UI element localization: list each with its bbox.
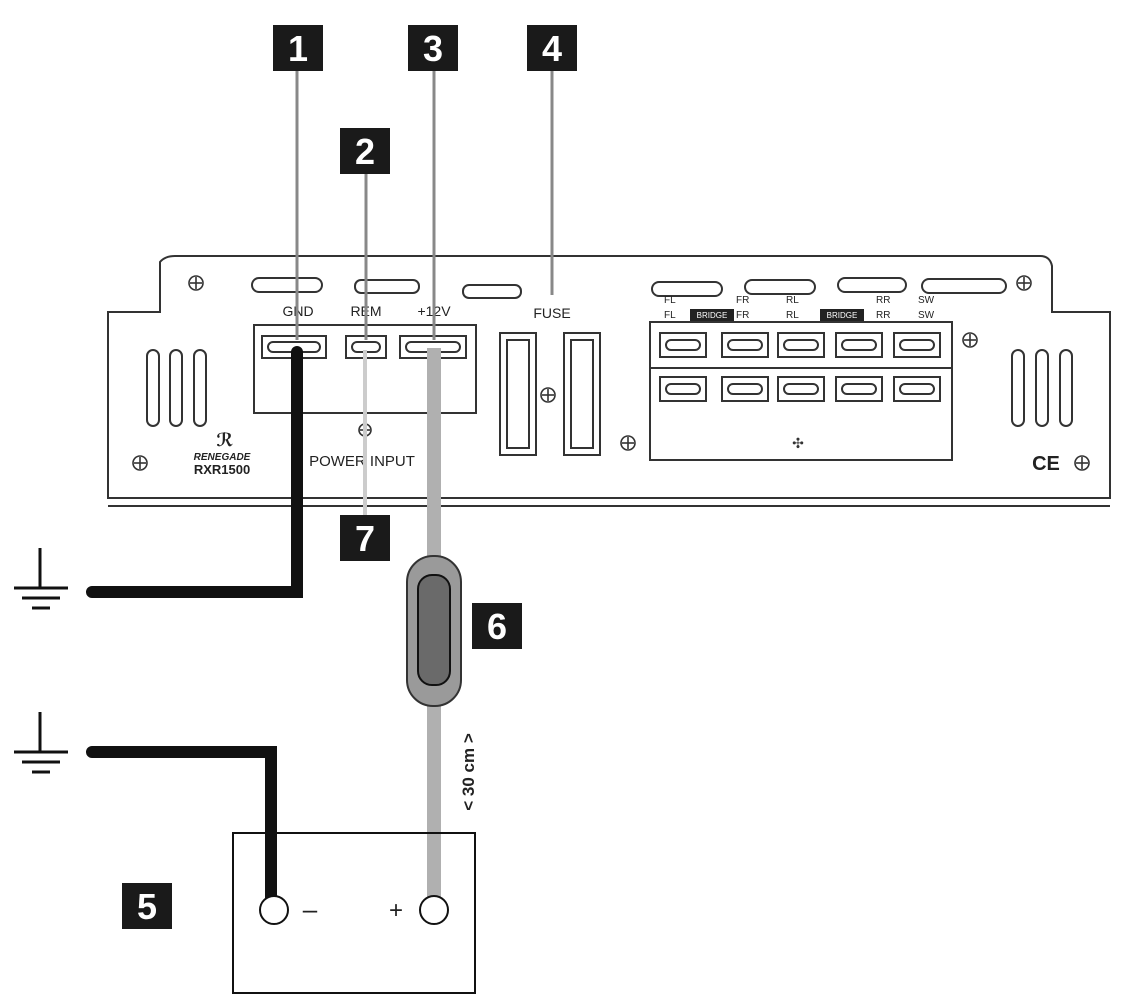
svg-text:ℛ: ℛ [217, 430, 234, 450]
callout-number: 6 [487, 606, 507, 647]
callout-2: 2 [340, 128, 390, 174]
callout-5: 5 [122, 883, 172, 929]
speaker-terminal [659, 332, 707, 358]
battery-negative-terminal [259, 895, 289, 925]
fuse-holders [499, 332, 601, 456]
battery-minus-label: – [303, 894, 318, 924]
speaker-terminal [893, 332, 941, 358]
speaker-terminal-slot [783, 339, 819, 351]
speaker-label-row2: RR [876, 310, 890, 321]
callout-number: 7 [355, 518, 375, 559]
speaker-terminal [893, 376, 941, 402]
battery-positive-terminal [419, 895, 449, 925]
callout-6: 6 [472, 603, 522, 649]
callout-3: 3 [408, 25, 458, 71]
battery-ground-wire [86, 746, 277, 911]
callout-number: 1 [288, 28, 308, 69]
speaker-label-row2: FL [664, 310, 676, 321]
center-mark: ✣ [792, 435, 804, 451]
bridge-label-rear-bg [820, 309, 864, 321]
callout-box [340, 128, 390, 174]
power-input-label: POWER INPUT [309, 453, 415, 470]
speaker-terminals-row1 [659, 332, 941, 358]
speaker-terminal [835, 332, 883, 358]
ce-mark: CE [1032, 453, 1060, 475]
callout-number: 5 [137, 886, 157, 927]
speaker-terminal-slot [783, 383, 819, 395]
side-vents [146, 349, 1073, 427]
bridge-label-front-bg [690, 309, 734, 321]
callout-box [472, 603, 522, 649]
svg-text:RENEGADE: RENEGADE [194, 452, 251, 463]
callout-box [122, 883, 172, 929]
callout-1: 1 [273, 25, 323, 71]
speaker-terminal-block [649, 321, 953, 461]
fuse-label: FUSE [533, 305, 570, 321]
screw-icons [132, 275, 1090, 471]
callout-leaders [295, 70, 554, 340]
battery-box [232, 832, 476, 994]
svg-text:RXR1500: RXR1500 [194, 462, 250, 477]
callout-box [273, 25, 323, 71]
callout-7: 7 [340, 515, 390, 561]
speaker-terminal [835, 376, 883, 402]
callout-number: 2 [355, 131, 375, 172]
speaker-label-row1: RL [786, 295, 799, 306]
speaker-terminal-slot [727, 339, 763, 351]
speaker-terminal [721, 332, 769, 358]
speaker-label-row1: SW [918, 295, 935, 306]
callout-box [340, 515, 390, 561]
speaker-terminal-slot [841, 383, 877, 395]
ground-symbol-icon-2 [14, 712, 68, 774]
distance-label: < 30 cm > [459, 733, 478, 811]
speaker-label-row2: FR [736, 310, 749, 321]
speaker-label-row2: RL [786, 310, 799, 321]
speaker-terminal [777, 332, 825, 358]
speaker-terminal-slot [665, 339, 701, 351]
callout-4: 4 [527, 25, 577, 71]
amp-ground-wire [86, 346, 303, 598]
speaker-label-row1: RR [876, 295, 890, 306]
callout-number: 4 [542, 28, 562, 69]
inline-fuse [406, 555, 462, 707]
amplifier-top-outline [107, 255, 1111, 499]
speaker-terminal [777, 376, 825, 402]
ground-symbol-icon [14, 548, 68, 610]
speaker-terminal [721, 376, 769, 402]
bridge-label-front: BRIDGE [697, 311, 728, 320]
speaker-terminal-labels: FL FR RL RR SW FL FR RL RR SW BRIDGE BRIDGE [664, 295, 935, 321]
renegade-logo: ℛ RENEGADE RXR1500 [194, 430, 251, 477]
speaker-label-row2: SW [918, 310, 935, 321]
vent-slots-top [251, 277, 1007, 299]
speaker-label-row1: FL [664, 295, 676, 306]
callout-box [408, 25, 458, 71]
bridge-label-rear: BRIDGE [827, 311, 858, 320]
callout-box [527, 25, 577, 71]
speaker-terminal-slot [841, 339, 877, 351]
speaker-terminal-slot [727, 383, 763, 395]
callouts: 1 2 3 4 5 6 7 [122, 25, 577, 929]
speaker-terminal-slot [899, 339, 935, 351]
speaker-terminal-slot [899, 383, 935, 395]
speaker-label-row1: FR [736, 295, 749, 306]
callout-number: 3 [423, 28, 443, 69]
battery-plus-label: + [389, 897, 403, 924]
speaker-terminal-slot [665, 383, 701, 395]
speaker-terminal [659, 376, 707, 402]
speaker-terminals-row2 [659, 376, 941, 402]
